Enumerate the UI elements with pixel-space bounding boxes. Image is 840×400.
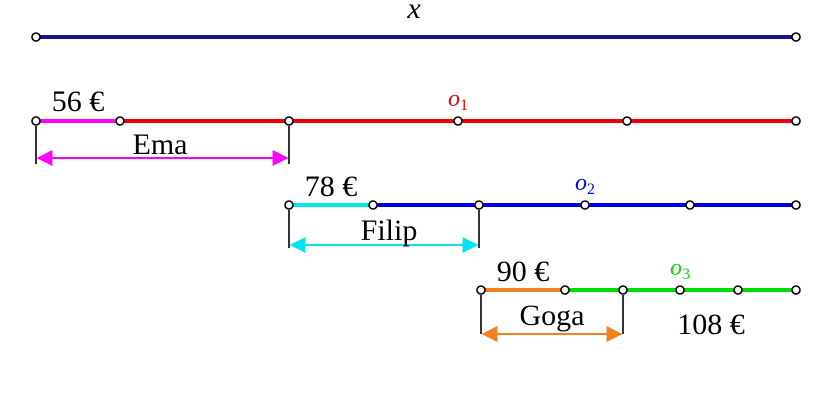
o2-node-2: [474, 200, 484, 210]
segment-x: x: [31, 0, 801, 42]
o2-node-1: [368, 200, 378, 210]
o1-node-2: [284, 116, 294, 126]
o2-node-4: [685, 200, 695, 210]
o1-node-4: [622, 116, 632, 126]
amount-last: 108 €: [677, 308, 745, 341]
segment-o3: 90 € o3 Goga 108 €: [476, 255, 801, 342]
o3-node-5: [791, 285, 801, 295]
o3-node-1: [560, 285, 570, 295]
o1-node-1: [115, 116, 125, 126]
o3-node-2: [618, 285, 628, 295]
o3-node-0: [476, 285, 486, 295]
segment-o2-label: o2: [575, 170, 595, 198]
person-goga: Goga: [520, 299, 585, 332]
segment-o1-label: o1: [448, 86, 468, 114]
amount-filip: 78 €: [305, 170, 358, 203]
o1-node-0: [31, 116, 41, 126]
o3-node-4: [733, 285, 743, 295]
o3-node-3: [675, 285, 685, 295]
segment-x-label: x: [406, 0, 421, 25]
segment-o2: 78 € o2 Filip: [284, 170, 801, 253]
o2-node-3: [580, 200, 590, 210]
amount-ema: 56 €: [52, 85, 105, 118]
o2-node-5: [791, 200, 801, 210]
amount-goga: 90 €: [497, 255, 550, 288]
segment-x-start-node: [31, 32, 41, 42]
person-ema: Ema: [133, 128, 188, 161]
o2-node-0: [284, 200, 294, 210]
segment-x-end-node: [791, 32, 801, 42]
o1-node-3: [453, 116, 463, 126]
person-filip: Filip: [361, 214, 418, 247]
o1-node-5: [791, 116, 801, 126]
segment-o1: 56 € o1 Ema: [31, 85, 801, 166]
segment-o3-label: o3: [670, 255, 690, 283]
